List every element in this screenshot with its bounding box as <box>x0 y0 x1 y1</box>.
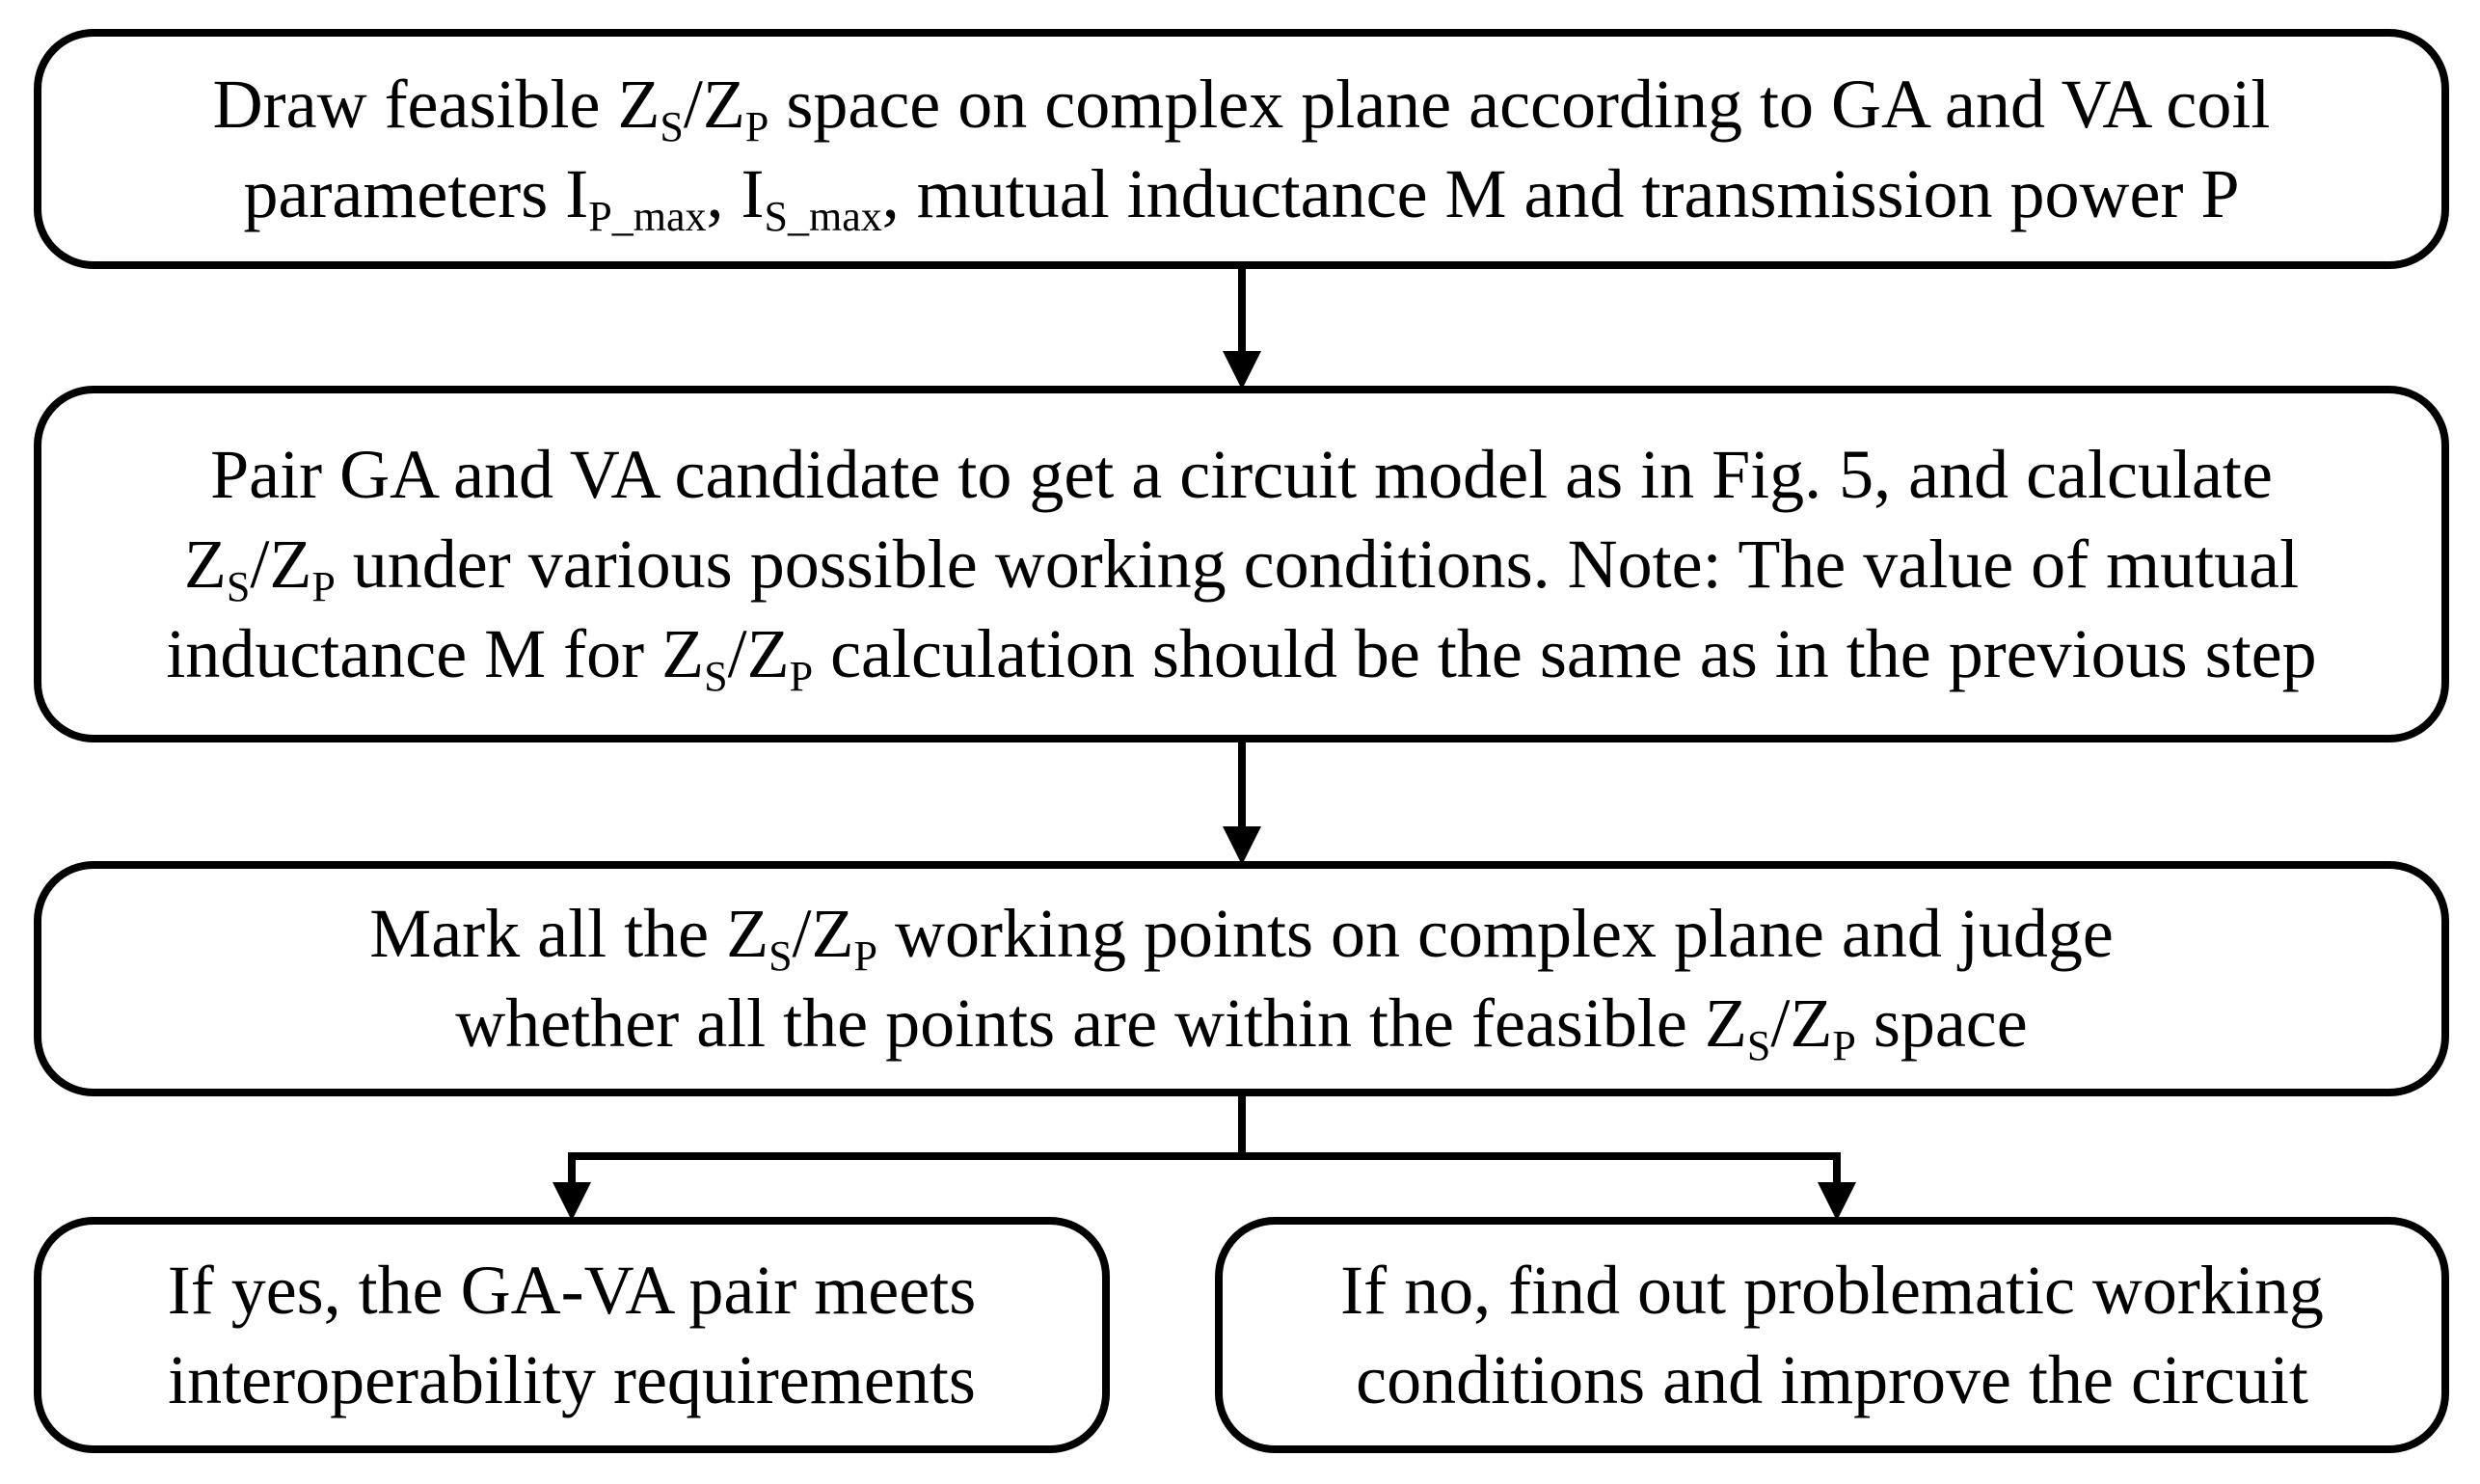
text-segment: under various possible working condition… <box>335 525 2300 603</box>
subscript: S <box>704 652 728 700</box>
text-line: interoperability requirements <box>168 1336 976 1425</box>
text-segment: interoperability requirements <box>168 1340 976 1418</box>
text-segment: whether all the points are within the fe… <box>455 985 1747 1062</box>
text-line: conditions and improve the circuit <box>1356 1336 2308 1425</box>
text-segment: , mutual inductance M and transmission p… <box>881 154 2240 232</box>
subscript: S <box>660 102 684 150</box>
subscript: P_max <box>588 192 707 240</box>
subscript: P <box>1832 1022 1856 1070</box>
subscript: P <box>744 102 769 150</box>
text-segment: If yes, the GA-VA pair meets <box>167 1251 977 1329</box>
text-line: If yes, the GA-VA pair meets <box>168 1246 976 1336</box>
text-segment: working points on complex plane and judg… <box>877 895 2114 972</box>
subscript: S <box>226 562 251 610</box>
text-segment: space on complex plane according to GA a… <box>768 65 2271 143</box>
text-line: ZS/ZP under various possible working con… <box>184 520 2299 609</box>
subscript: P <box>853 932 878 981</box>
text-segment: space <box>1855 985 2028 1062</box>
step-2-box: Pair GA and VA candidate to get a circui… <box>34 386 2449 742</box>
text-segment: If no, find out problematic working <box>1340 1251 2324 1329</box>
text-segment: Mark all the Z <box>369 895 769 972</box>
subscript: P <box>311 562 336 610</box>
text-segment: Draw feasible Z <box>212 65 660 143</box>
text-segment: , I <box>706 154 765 232</box>
text-segment: /Z <box>683 65 745 143</box>
text-segment: calculation should be the same as in the… <box>813 614 2317 692</box>
text-line: Mark all the ZS/ZP working points on com… <box>369 889 2114 979</box>
step-1-box: Draw feasible ZS/ZP space on complex pla… <box>34 29 2449 269</box>
text-line: Pair GA and VA candidate to get a circui… <box>210 430 2273 520</box>
outcome-yes-box: If yes, the GA-VA pair meets interoperabi… <box>34 1217 1110 1453</box>
text-segment: /Z <box>727 614 790 692</box>
subscript: S <box>768 932 793 981</box>
text-segment: inductance M for Z <box>166 614 705 692</box>
text-segment: /Z <box>250 525 312 603</box>
text-line: Draw feasible ZS/ZP space on complex pla… <box>213 60 2271 149</box>
text-line: whether all the points are within the fe… <box>455 979 2027 1068</box>
text-segment: parameters I <box>243 154 589 232</box>
text-segment: Z <box>183 525 227 603</box>
text-line: inductance M for ZS/ZP calculation shoul… <box>166 609 2316 699</box>
subscript: S_max <box>764 192 882 240</box>
subscript: S <box>1746 1022 1771 1070</box>
text-segment: /Z <box>792 895 854 972</box>
step-3-box: Mark all the ZS/ZP working points on com… <box>34 861 2449 1096</box>
text-segment: conditions and improve the circuit <box>1356 1340 2308 1418</box>
text-segment: Pair GA and VA candidate to get a circui… <box>210 435 2273 513</box>
outcome-no-box: If no, find out problematic working condi… <box>1215 1217 2449 1453</box>
text-line: parameters IP_max, IS_max, mutual induct… <box>243 149 2239 239</box>
text-line: If no, find out problematic working <box>1340 1246 2324 1336</box>
text-segment: /Z <box>1770 985 1833 1062</box>
subscript: P <box>789 652 814 700</box>
